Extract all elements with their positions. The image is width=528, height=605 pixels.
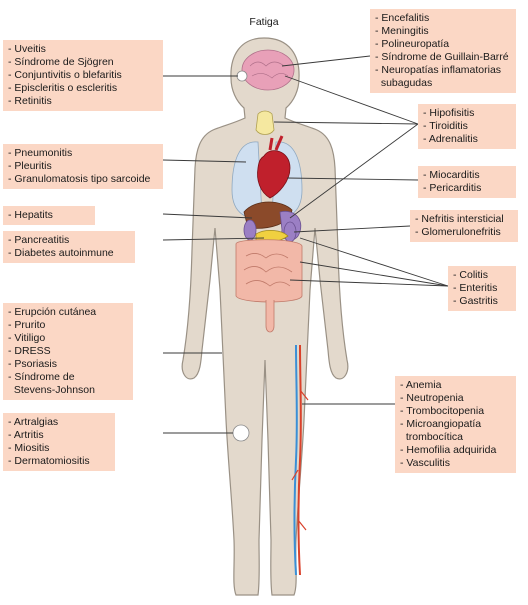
list-item: - Colitis [453, 269, 489, 281]
artery-vessel [297, 344, 302, 576]
list-item: - Gastritis [453, 295, 498, 307]
list-item: - Meningitis [375, 25, 429, 37]
list-item: - Pleuritis [8, 160, 52, 172]
list-item: - Polineuropatía [375, 38, 450, 50]
list-item: - Prurito [8, 319, 46, 331]
list-item: - Vitiligo [8, 332, 46, 344]
list-item: - Uveitis [8, 43, 46, 55]
list-item: - Hipofisitis [423, 107, 475, 119]
list-item: - Erupción cutánea [8, 306, 97, 318]
list-item: - Glomerulonefritis [415, 226, 501, 238]
list-item: - Pancreatitis [8, 234, 70, 246]
list-item: - Tiroiditis [423, 120, 468, 132]
lung-conditions-box: - Pneumonitis - Pleuritis - Granulomatos… [3, 144, 163, 189]
heart-organ [257, 150, 291, 199]
list-item: - Trombocitopenia [400, 405, 485, 417]
list-item: - Síndrome de [8, 371, 75, 383]
skin-conditions-box: - Erupción cutánea - Prurito - Vitiligo … [3, 303, 133, 400]
list-item: - Enteritis [453, 282, 498, 294]
list-item: - Artralgias [8, 416, 59, 428]
list-item: - Dermatomiositis [8, 455, 90, 467]
kidney-left-organ [243, 219, 257, 241]
gut-conditions-box: - Colitis - Enteritis - Gastritis [448, 266, 516, 311]
blood-conditions-box: - Anemia - Neutropenia - Trombocitopenia… [395, 376, 516, 473]
knee-joint [232, 424, 250, 442]
list-item: - Adrenalitis [423, 133, 478, 145]
eye-organ [236, 70, 248, 82]
list-item: - Vasculitis [400, 457, 450, 469]
joint-conditions-box: - Artralgias - Artritis - Miositis - Der… [3, 413, 115, 471]
list-item: Stevens-Johnson [8, 384, 95, 396]
list-item: - DRESS [8, 345, 51, 357]
list-item: - Artritis [8, 429, 44, 441]
list-item: - Granulomatosis tipo sarcoide [8, 173, 151, 185]
vein-vessel [293, 344, 298, 576]
list-item: - Miositis [8, 442, 50, 454]
list-item: - Miocarditis [423, 169, 480, 181]
list-item: - Síndrome de Sjögren [8, 56, 114, 68]
list-item: - Hepatits [8, 209, 53, 221]
list-item: - Diabetes autoinmune [8, 247, 114, 259]
thyroid-organ [255, 110, 275, 135]
list-item: subagudas [375, 77, 433, 89]
title-fatigue: Fatiga [249, 16, 279, 28]
brain-organ [241, 49, 295, 91]
list-item: - Pneumonitis [8, 147, 73, 159]
list-item: - Hemofilia adquirida [400, 444, 497, 456]
intestines-organ [235, 239, 303, 303]
list-item: - Neutropenia [400, 392, 464, 404]
list-item: - Anemia [400, 379, 442, 391]
list-item: trombocítica [400, 431, 464, 443]
liver-organ [243, 201, 293, 229]
pancreas-conditions-box: - Pancreatitis - Diabetes autoinmune [3, 231, 135, 263]
list-item: - Nefritis intersticial [415, 213, 504, 225]
list-item: - Conjuntivitis o blefaritis [8, 69, 122, 81]
list-item: - Encefalitis [375, 12, 430, 24]
list-item: - Neuropatías inflamatorias [375, 64, 502, 76]
list-item: - Síndrome de Guillain-Barré [375, 51, 509, 63]
list-item: - Episcleritis o escleritis [8, 82, 118, 94]
liver-conditions-box: - Hepatits [3, 206, 95, 225]
list-item: - Psoriasis [8, 358, 58, 370]
heart-conditions-box: - Miocarditis - Pericarditis [418, 166, 516, 198]
endocrine-conditions-box: - Hipofisitis - Tiroiditis - Adrenalitis [418, 104, 516, 149]
list-item: - Pericarditis [423, 182, 482, 194]
list-item: - Retinitis [8, 95, 52, 107]
connector-lines [162, 55, 449, 434]
kidney-conditions-box: - Nefritis intersticial - Glomerulonefri… [410, 210, 518, 242]
list-item: - Microangiopatía [400, 418, 482, 430]
eye-conditions-box: - Uveitis - Síndrome de Sjögren - Conjun… [3, 40, 163, 111]
nervous-conditions-box: - Encefalitis - Meningitis - Polineuropa… [370, 9, 516, 93]
